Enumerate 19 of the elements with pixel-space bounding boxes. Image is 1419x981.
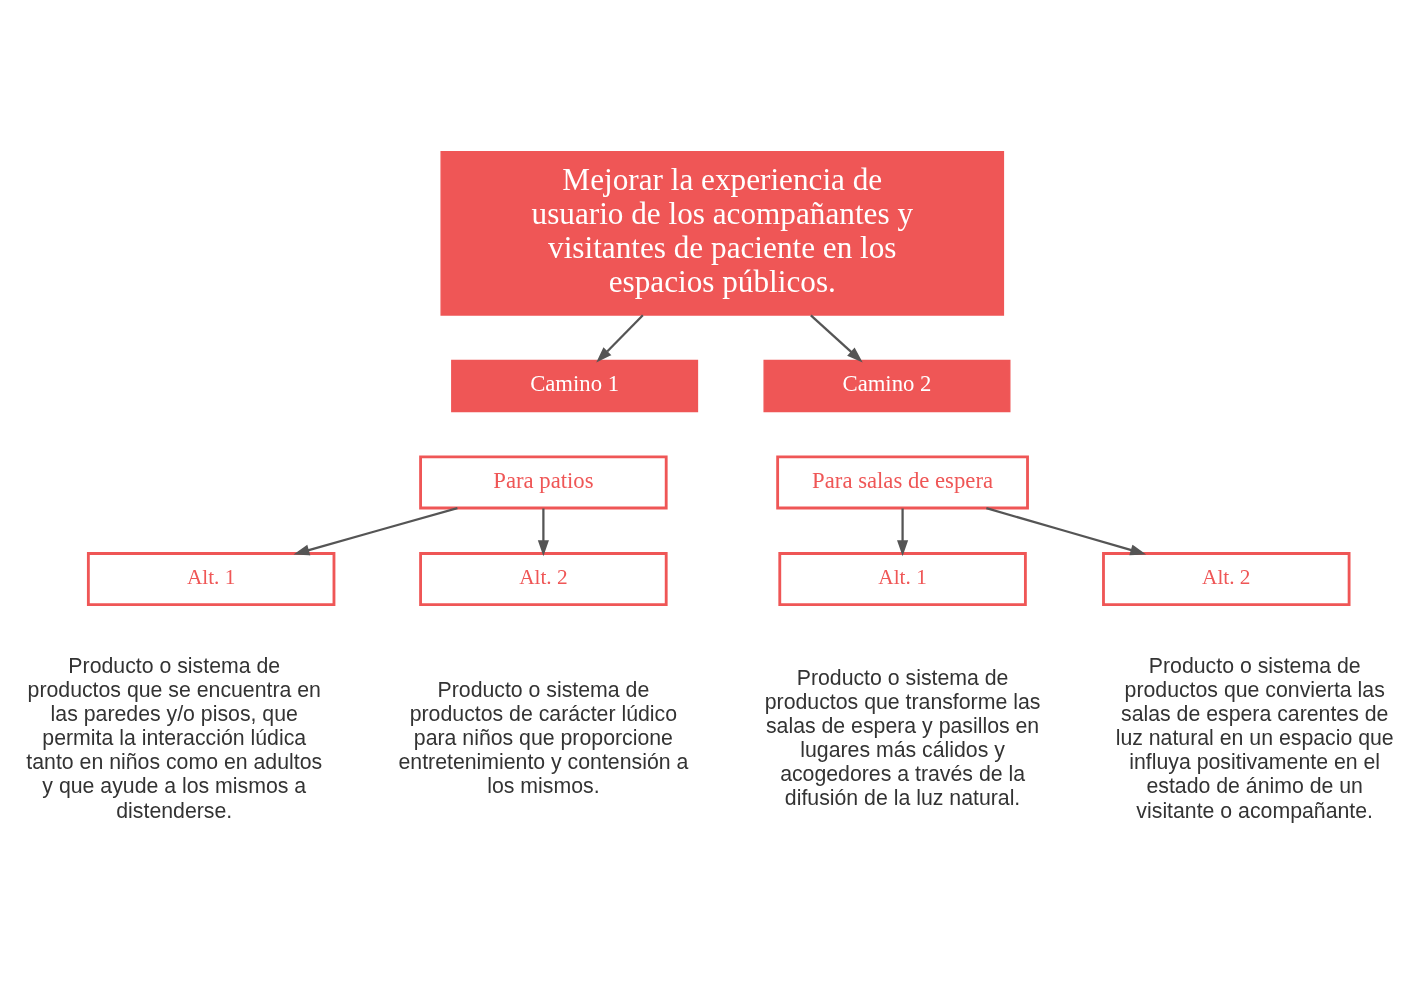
node-label: Producto o sistema de productos que convierta las salas de espera carentes de luz natural en un espacio que influya positivamente en el estado de ánimo de un visitante o acompañante.: [1115, 653, 1394, 823]
arrow: [596, 314, 644, 363]
node-label: Producto o sistema de productos que transforme las salas de espera y pasillos en lugares más cálidos y acogedores a través de la difusión de la luz natural.: [764, 665, 1041, 810]
node-label: Producto o sistema de productos de carácter lúdico para niños que proporcione entretenimiento y contensión a los mismos.: [398, 677, 689, 798]
arrow: [986, 506, 1147, 555]
node-box: Alt. 2: [1102, 551, 1351, 606]
node-box: Mejorar la experiencia de usuario de los acompañantes y visitantes de paciente en los espacios públicos.: [440, 150, 1005, 316]
node-box: Alt. 1: [778, 551, 1027, 606]
node-box: Para salas de espera: [776, 455, 1029, 509]
arrow: [537, 508, 549, 556]
node-box: Camino 2: [763, 359, 1011, 412]
arrow: [293, 506, 458, 555]
arrow: [810, 313, 863, 362]
node-box: Alt. 1: [86, 551, 336, 606]
node-box: Alt. 2: [419, 551, 668, 606]
node-box: Para patios: [419, 455, 668, 509]
arrow: [897, 508, 909, 556]
node-label: Producto o sistema de productos que se encuentra en las paredes y/o pisos, que permita la interacción lúdica tanto en niños como en adultos y que ayude a los mismos a distenderse.: [26, 653, 323, 823]
node-box: Camino 1: [451, 359, 699, 412]
